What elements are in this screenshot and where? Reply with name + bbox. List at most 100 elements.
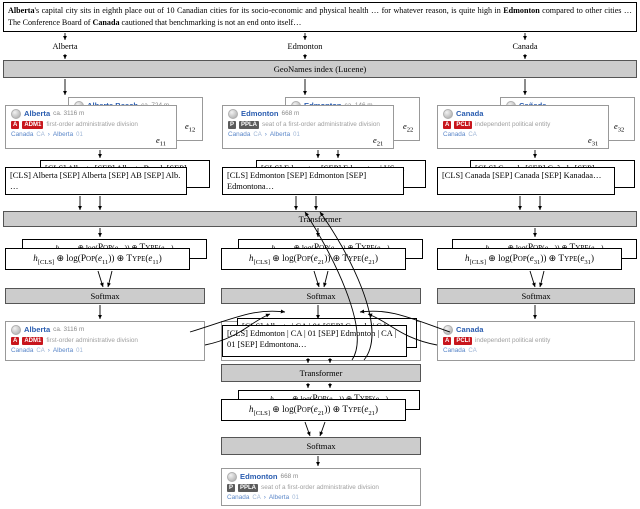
- feature-class-badge: P: [228, 120, 237, 129]
- card-hierarchy-country-code: CA: [468, 348, 477, 354]
- entity-label-e31: e31: [588, 136, 599, 148]
- card-hierarchy-country: Canada: [11, 131, 34, 138]
- candidate-card-front-col3[interactable]: Canada A PCLI independent political enti…: [437, 105, 609, 149]
- entity-sub: 32: [617, 126, 625, 134]
- card-hierarchy-country: Canada: [443, 347, 466, 354]
- entity-sub: 22: [406, 126, 414, 134]
- card-hierarchy-region-code: 01: [293, 132, 300, 138]
- hierarchy-separator: ›: [47, 131, 50, 138]
- feature-class-badge: P: [227, 483, 236, 492]
- card-elevation: 668 m: [281, 110, 300, 117]
- feature-code-badge: ADM1: [22, 120, 44, 129]
- formula-text: h[CLS] ⊕ log(Pop(e21)) ⊕ Type(e21): [249, 403, 378, 417]
- card-description: seat of a first-order administrative div…: [261, 483, 379, 491]
- card-hierarchy-country-code: CA: [36, 348, 45, 354]
- card-hierarchy-region-code: 01: [76, 348, 83, 354]
- entity-label-e12: e12: [185, 122, 196, 134]
- card-hierarchy-region-code: 01: [292, 495, 299, 501]
- token-box-front-col3: [CLS] Canada [SEP] Canada [SEP] Kanadaa…: [437, 167, 615, 195]
- card-hierarchy-country-code: CA: [252, 495, 261, 501]
- card-hierarchy-country: Canada: [228, 131, 251, 138]
- caption-mention: Canada: [92, 17, 120, 27]
- token-text: [CLS] Canada [SEP] Canada [SEP] Kanadaa…: [442, 171, 602, 180]
- globe-icon: [228, 109, 238, 120]
- caption-mention: Alberta: [8, 6, 35, 15]
- globe-icon: [443, 109, 453, 120]
- card-hierarchy-region-code: 01: [76, 132, 83, 138]
- formula-text: h[CLS] ⊕ log(Pop(e31)) ⊕ Type(e31): [465, 252, 594, 266]
- card-name: Alberta: [24, 325, 51, 334]
- stage2-formula-box-front: h[CLS] ⊕ log(Pop(e21)) ⊕ Type(e21): [221, 399, 406, 421]
- card-hierarchy-region: Alberta: [268, 494, 290, 501]
- result-card-col1[interactable]: Alberta ca. 3116 m A ADM1 first-order ad…: [5, 321, 205, 361]
- card-elevation: ca. 3116 m: [53, 110, 85, 117]
- entity-label-e22: e22: [403, 122, 414, 134]
- card-hierarchy-country: Canada: [227, 494, 250, 501]
- card-hierarchy-country: Canada: [443, 131, 466, 138]
- softmax-bar-col3: Softmax: [437, 288, 635, 304]
- card-name: Canada: [456, 109, 484, 118]
- globe-icon: [443, 325, 453, 336]
- card-name: Canada: [456, 325, 484, 334]
- entity-sub: 31: [591, 140, 599, 148]
- softmax-bar-col1: Softmax: [5, 288, 205, 304]
- globe-icon: [11, 325, 21, 336]
- card-hierarchy-region: Alberta: [52, 347, 74, 354]
- query-token-alberta: Alberta: [52, 42, 78, 51]
- entity-label-e11: e11: [156, 136, 167, 148]
- card-elevation: 668 m: [280, 473, 299, 480]
- hierarchy-separator: ›: [47, 347, 50, 354]
- candidate-card-front-col1[interactable]: Alberta ca. 3116 m A ADM1 first-order ad…: [5, 105, 177, 149]
- softmax-label: Softmax: [306, 440, 336, 451]
- feature-class-badge: A: [443, 120, 452, 129]
- transformer-label: Transformer: [298, 213, 342, 224]
- query-token-edmonton: Edmonton: [287, 42, 323, 51]
- transformer-bar-stage2: Transformer: [221, 364, 421, 382]
- token-text: [CLS] Edmonton | CA | 01 [SEP] Edmonton …: [227, 329, 397, 349]
- formula-box-front-col3: h[CLS] ⊕ log(Pop(e31)) ⊕ Type(e31): [437, 248, 622, 270]
- card-hierarchy-country-code: CA: [468, 132, 477, 138]
- card-description: seat of a first-order administrative div…: [262, 120, 380, 128]
- globe-icon: [227, 472, 237, 483]
- final-result-card[interactable]: Edmonton 668 m P PPLA seat of a first-or…: [221, 468, 421, 506]
- card-description: independent political entity: [475, 120, 551, 128]
- softmax-label: Softmax: [521, 290, 551, 301]
- caption-text: 's capital city sits in eighth place out…: [34, 6, 504, 15]
- feature-code-badge: PPLA: [239, 120, 260, 129]
- card-name: Alberta: [24, 109, 51, 118]
- feature-code-badge: PPLA: [238, 483, 259, 492]
- softmax-bar-col2: Softmax: [221, 288, 421, 304]
- result-card-col3[interactable]: Canada A PCLI independent political enti…: [437, 321, 635, 361]
- card-description: first-order administrative division: [46, 336, 138, 344]
- feature-code-badge: ADM1: [22, 336, 44, 345]
- source-text-paragraph: Alberta's capital city sits in eighth pl…: [3, 2, 637, 32]
- formula-box-front-col1: h[CLS] ⊕ log(Pop(e11)) ⊕ Type(e11): [5, 248, 190, 270]
- card-hierarchy-country-code: CA: [36, 132, 45, 138]
- caption-text: cautioned that benchmarking is not an en…: [119, 17, 302, 27]
- entity-sub: 12: [188, 126, 196, 134]
- feature-code-badge: PCLI: [454, 336, 473, 345]
- transformer-label: Transformer: [299, 367, 343, 378]
- formula-box-front-col2: h[CLS] ⊕ log(Pop(e21)) ⊕ Type(e21): [221, 248, 406, 270]
- hierarchy-separator: ›: [264, 131, 267, 138]
- candidate-card-front-col2[interactable]: Edmonton 668 m P PPLA seat of a first-or…: [222, 105, 394, 149]
- caption-mention: Edmonton: [503, 6, 540, 15]
- feature-class-badge: A: [11, 120, 20, 129]
- card-name: Edmonton: [240, 472, 278, 481]
- token-box-front-col1: [CLS] Alberta [SEP] Alberta [SEP] AB [SE…: [5, 167, 187, 195]
- softmax-label: Softmax: [90, 290, 120, 301]
- softmax-label: Softmax: [306, 290, 336, 301]
- geonames-index-label: GeoNames index (Lucene): [273, 63, 367, 74]
- globe-icon: [11, 109, 21, 120]
- softmax-bar-stage2: Softmax: [221, 437, 421, 455]
- token-text: [CLS] Alberta [SEP] Alberta [SEP] AB [SE…: [10, 171, 181, 191]
- query-token-canada: Canada: [512, 42, 538, 51]
- card-hierarchy-country-code: CA: [253, 132, 262, 138]
- formula-text: h[CLS] ⊕ log(Pop(e21)) ⊕ Type(e21): [249, 252, 378, 266]
- transformer-bar-stage1: Transformer: [3, 211, 637, 227]
- entity-label-e21: e21: [373, 136, 384, 148]
- feature-class-badge: A: [11, 336, 20, 345]
- token-text: [CLS] Edmonton [SEP] Edmonton [SEP] Edmo…: [227, 171, 367, 191]
- card-description: independent political entity: [475, 336, 551, 344]
- hierarchy-separator: ›: [263, 494, 266, 501]
